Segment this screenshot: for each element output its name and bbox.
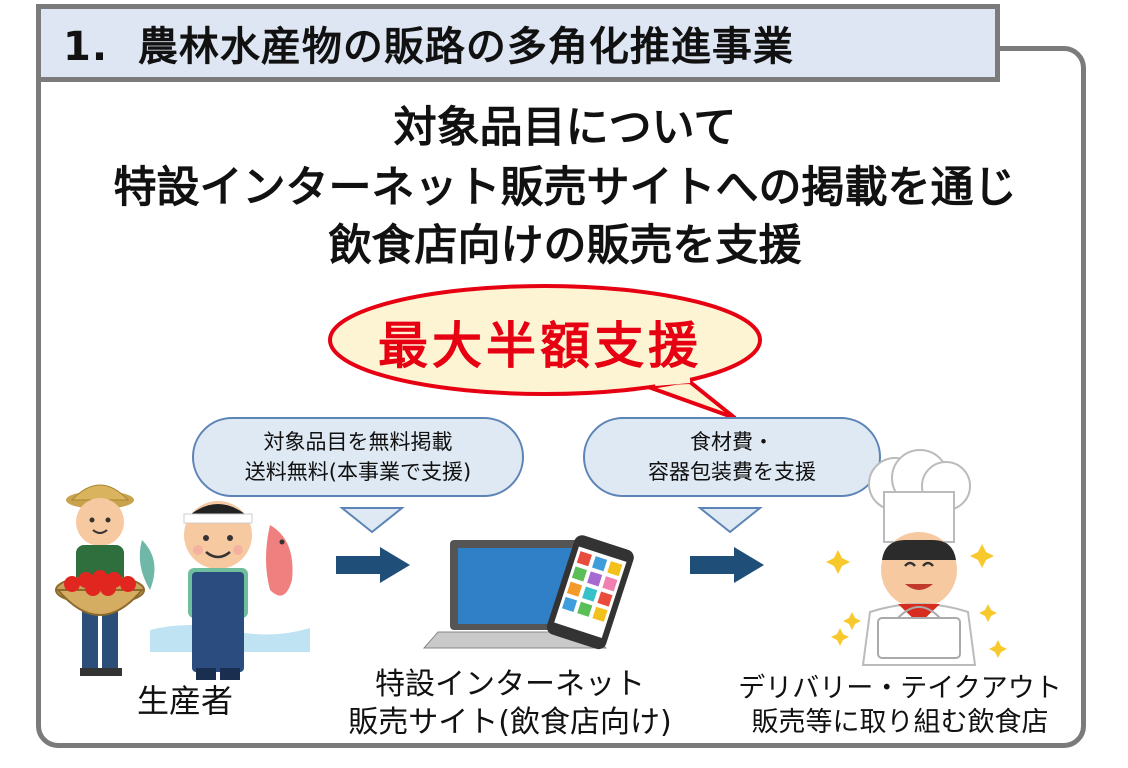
headline-line-3: 飲食店向けの販売を支援 [328, 221, 802, 271]
arrow-right-icon [690, 547, 764, 583]
left-info-bubble [192, 417, 524, 534]
headline-line-2: 特設インターネット販売サイトへの掲載を通じ [113, 163, 1017, 213]
arrow-right-icon [336, 547, 410, 583]
restaurant-caption-line-2: 販売等に取り組む飲食店 [751, 707, 1049, 738]
farmer-illustration [55, 484, 155, 676]
fisherman-illustration [183, 501, 293, 680]
section-title: 1. 農林水産物の販路の多角化推進事業 [36, 4, 1000, 82]
restaurant-caption-line-1: デリバリー・テイクアウト [738, 673, 1062, 704]
left-bubble-line-2: 送料無料(本事業で支援) [244, 460, 472, 484]
site-caption-line-2: 販売サイト(飲食店向け) [348, 705, 672, 740]
left-bubble-line-1: 対象品目を無料掲載 [263, 430, 453, 454]
smartphone-icon [546, 535, 634, 650]
left-bubble-text: 対象品目を無料掲載 送料無料(本事業で支援) [193, 418, 523, 496]
site-caption: 特設インターネット 販売サイト(飲食店向け) [320, 666, 700, 742]
right-bubble-line-2: 容器包装費を支援 [648, 460, 816, 484]
max-half-support-callout: 最大半額支援 [378, 317, 702, 375]
callout-bubble [328, 284, 762, 420]
restaurant-caption: デリバリー・テイクアウト 販売等に取り組む飲食店 [722, 672, 1078, 740]
right-bubble-text: 食材費・ 容器包装費を支援 [584, 418, 880, 496]
headline-line-1: 対象品目について [393, 103, 737, 153]
chef-illustration [826, 449, 1007, 666]
site-caption-line-1: 特設インターネット [375, 667, 645, 702]
producer-caption: 生産者 [136, 682, 233, 720]
right-info-bubble [583, 417, 881, 534]
right-bubble-line-1: 食材費・ [690, 430, 774, 454]
